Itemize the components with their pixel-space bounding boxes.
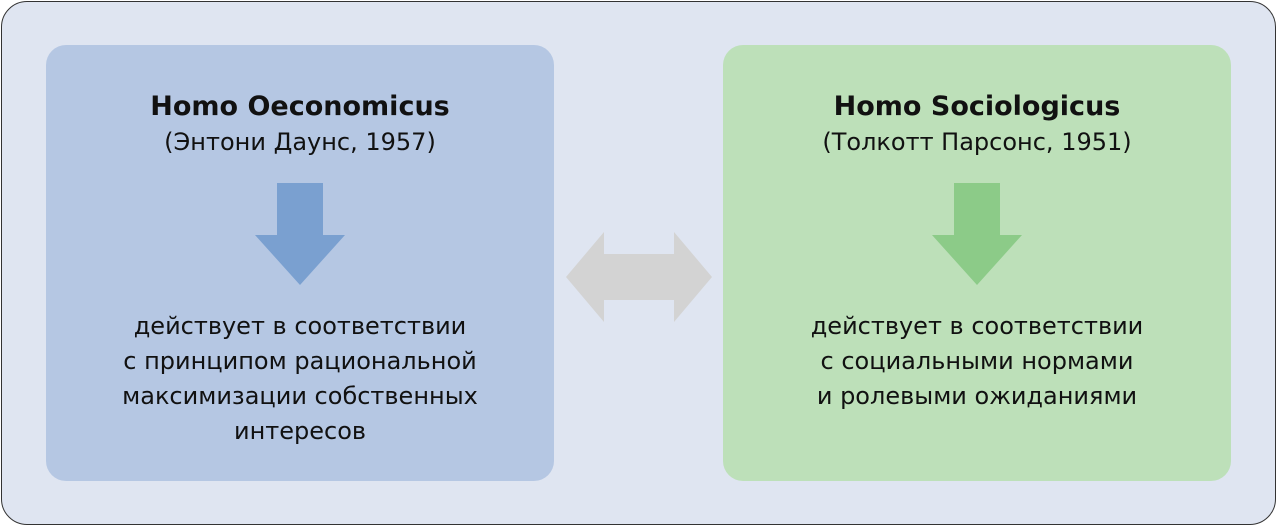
box-title: Homo Sociologicus [833,91,1121,122]
box-description: действует в соответствии с социальными н… [723,309,1231,414]
desc-line: с социальными нормами [820,347,1134,375]
double-arrow-icon [566,232,712,322]
down-arrow-icon [255,183,345,285]
desc-line: действует в соответствии [133,312,467,340]
box-title: Homo Oeconomicus [150,91,450,122]
desc-line: действует в соответствии [810,312,1144,340]
box-subtitle: (Толкотт Парсонс, 1951) [822,128,1132,156]
homo-oeconomicus-box: Homo Oeconomicus (Энтони Даунс, 1957) де… [46,45,554,481]
box-description: действует в соответствии с принципом рац… [46,309,554,449]
desc-line: максимизации собственных [122,382,478,410]
box-subtitle: (Энтони Даунс, 1957) [164,128,436,156]
desc-line: с принципом рациональной [123,347,477,375]
desc-line: и ролевыми ожиданиями [816,382,1138,410]
down-arrow-icon [932,183,1022,285]
homo-sociologicus-box: Homo Sociologicus (Толкотт Парсонс, 1951… [723,45,1231,481]
desc-line: интересов [233,417,367,445]
